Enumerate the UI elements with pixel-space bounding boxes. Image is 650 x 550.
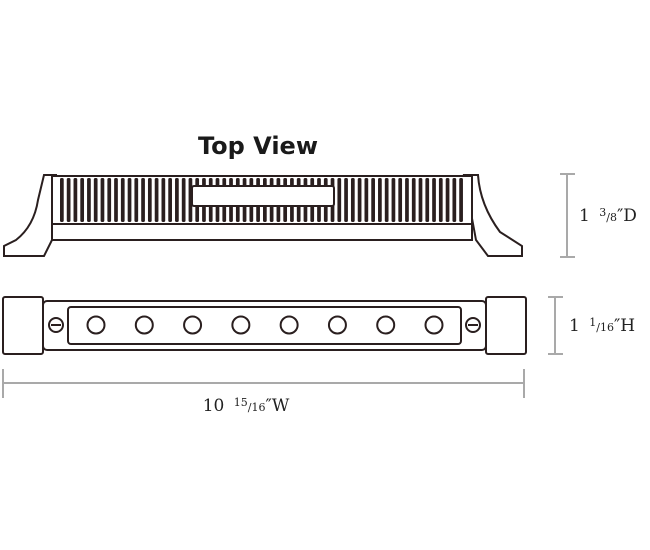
left-bracket-foot [3,174,58,257]
heat-sink-fin [161,178,166,222]
heat-sink-fin [459,178,463,222]
heat-sink-fin [100,178,105,222]
left-end-cap [2,296,44,355]
heat-sink-fin [73,178,78,222]
led [424,315,444,335]
heat-sink-fin [114,178,118,222]
led [183,315,203,335]
heat-sink-fin [391,178,396,222]
depth-label: 1 3/8″D [579,206,637,226]
width-dimension [2,369,525,398]
heat-sink-fin [445,178,450,222]
width-label: 10 15/16″W [203,396,290,416]
label-plate [191,185,335,207]
heat-sink-fin [438,178,443,222]
heat-sink-fin [384,178,389,222]
heat-sink-fin [87,178,91,222]
heat-sink-fin [405,178,409,222]
height-label: 1 1/16″H [569,316,635,336]
heat-sink-fin [134,178,139,222]
led [376,315,396,335]
heat-sink-fin [418,178,423,222]
lens-bar-outer [42,300,487,351]
front-view [2,296,527,355]
left-screw [48,317,64,333]
heat-sink-fin [337,178,342,222]
led [327,315,347,335]
right-end-cap [485,296,527,355]
heat-sink-fin [371,178,375,222]
heat-sink-fin [120,178,125,222]
right-bracket-foot [462,174,523,257]
led-array [86,315,444,335]
heat-sink-fin [127,178,132,222]
heat-sink-fin [141,178,145,222]
top-view-profile [3,174,523,257]
heat-sink-fin [93,178,98,222]
heat-sink-fin [452,178,457,222]
depth-dimension [560,173,575,258]
heat-sink-fin [60,178,64,222]
diagram-title: Top View [198,132,318,160]
heat-sink-fin [344,178,348,222]
heat-sink-fin [175,178,179,222]
heat-sink-fin [378,178,382,222]
heat-sink-fin [181,178,186,222]
heat-sink-fin [398,178,403,222]
heat-sink-fin [432,178,436,222]
led [134,315,154,335]
heat-sink-fin [66,178,71,222]
heat-sink-fin [425,178,430,222]
heat-sink-fin [364,178,369,222]
heat-sink-fin [350,178,355,222]
heat-sink-fin [357,178,362,222]
heat-sink-fin [107,178,112,222]
heat-sink-fin [411,178,416,222]
heat-sink-fin [80,178,85,222]
heat-sink-fin [168,178,172,222]
lens-bar-inner [67,306,462,345]
led [279,315,299,335]
led [231,315,251,335]
heat-sink-fin [154,178,159,222]
right-screw [465,317,481,333]
led [86,315,106,335]
heat-sink-fin [147,178,152,222]
height-dimension [548,296,563,355]
